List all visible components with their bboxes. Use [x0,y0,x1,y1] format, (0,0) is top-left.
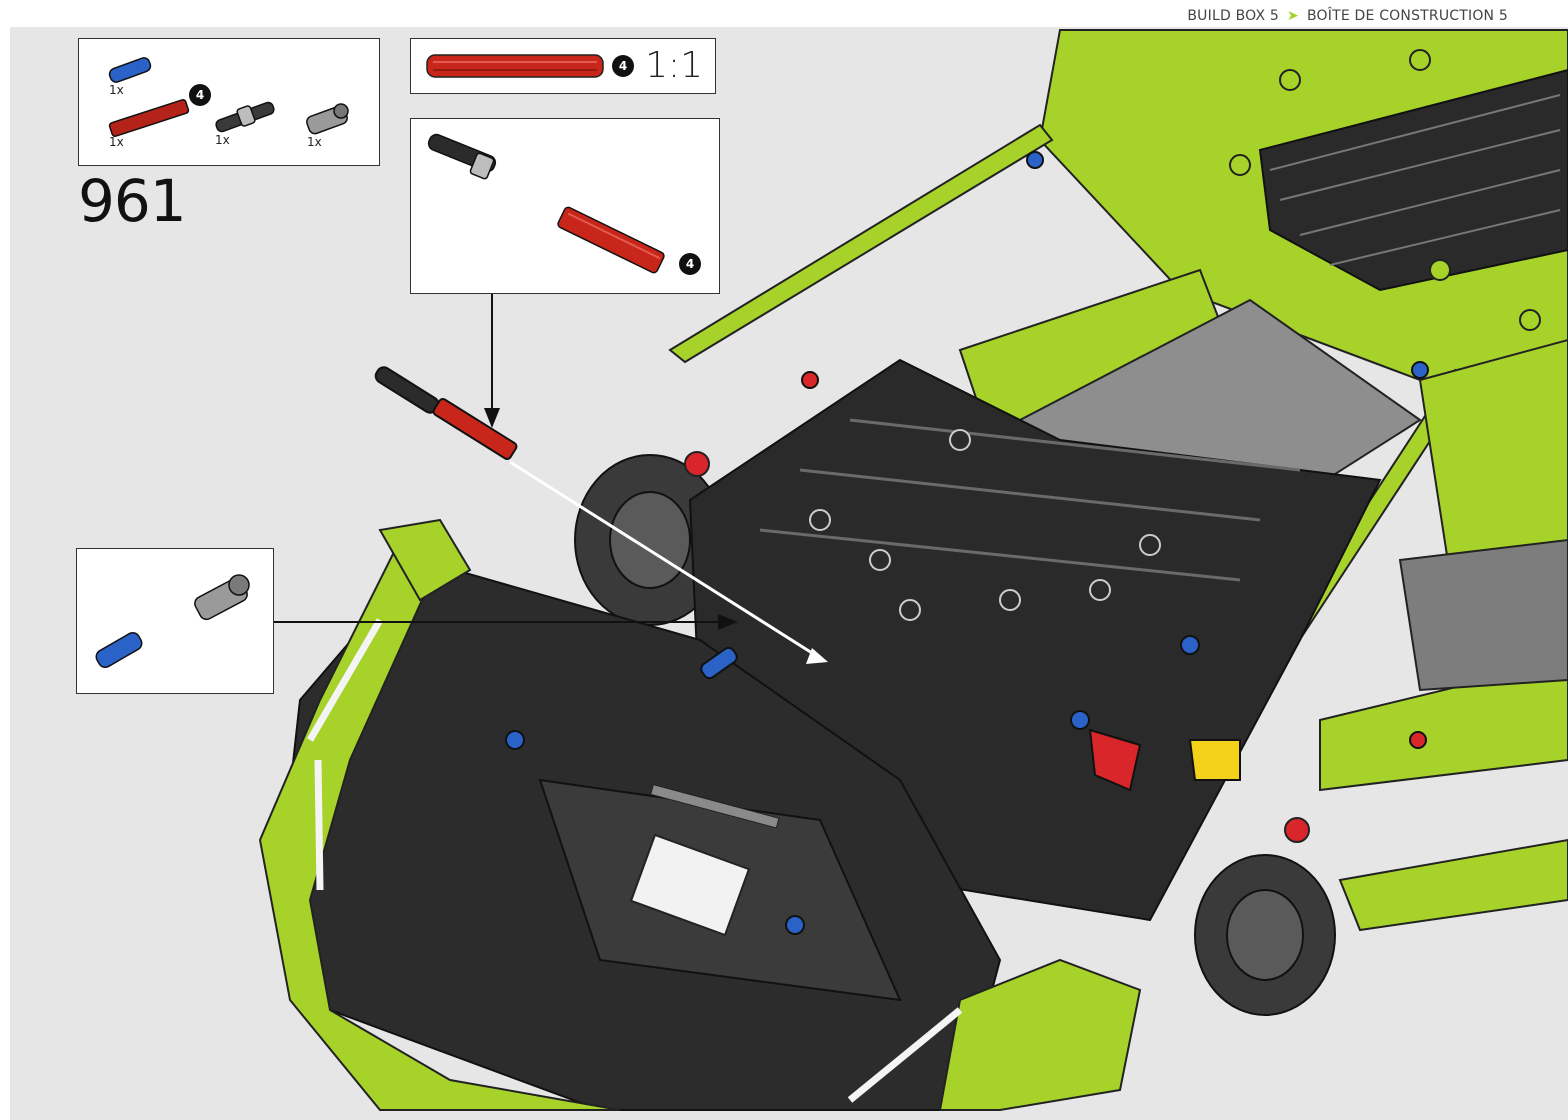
step-number: 961 [78,167,187,235]
part-qty-blue-pin: 1x [109,83,124,97]
part-qty-black-axle-pin: 1x [215,133,230,147]
front-lime-fenders [258,518,1142,1111]
placement-guides [274,294,828,664]
black-axle-pin-part [215,101,275,133]
chevron-right-icon: ➤ [1287,8,1299,24]
sub-assembly-callout-axle: 4 [410,118,720,294]
scale-label: 1:1 [645,45,703,86]
part-qty-gray-connector: 1x [307,135,322,149]
scale-axle-art [426,54,604,78]
white-axles [306,618,963,1103]
axle-subassembly-art [427,133,665,274]
parts-list-art [108,57,349,137]
model-pins [505,151,1429,935]
gray-connector-part [306,103,349,135]
pin-subassembly-art [95,574,250,668]
build-box-label-fr: BOÎTE DE CONSTRUCTION 5 [1306,8,1508,24]
blue-pin-install [700,646,738,680]
build-box-header: BUILD BOX 5 ➤ BOÎTE DE CONSTRUCTION 5 [1187,6,1508,26]
part-qty-red-axle: 1x [109,135,124,149]
callout-length-badge: 4 [679,253,701,275]
scale-length-badge: 4 [612,55,634,77]
axle-length-badge: 4 [189,84,211,106]
front-chassis [278,558,1002,1111]
scale-guide-panel: 4 1:1 [410,38,716,94]
parts-list-panel: 1x 1x 1x 1x 4 [78,38,380,166]
build-box-label-en: BUILD BOX 5 [1187,8,1280,24]
sub-assembly-callout-pin [76,548,274,694]
blue-pin-part [108,57,152,83]
red-axle-install [374,366,518,460]
front-wheel-hub [1194,817,1336,1016]
red-axle-part [108,99,190,137]
roof-structure [1038,29,1568,382]
